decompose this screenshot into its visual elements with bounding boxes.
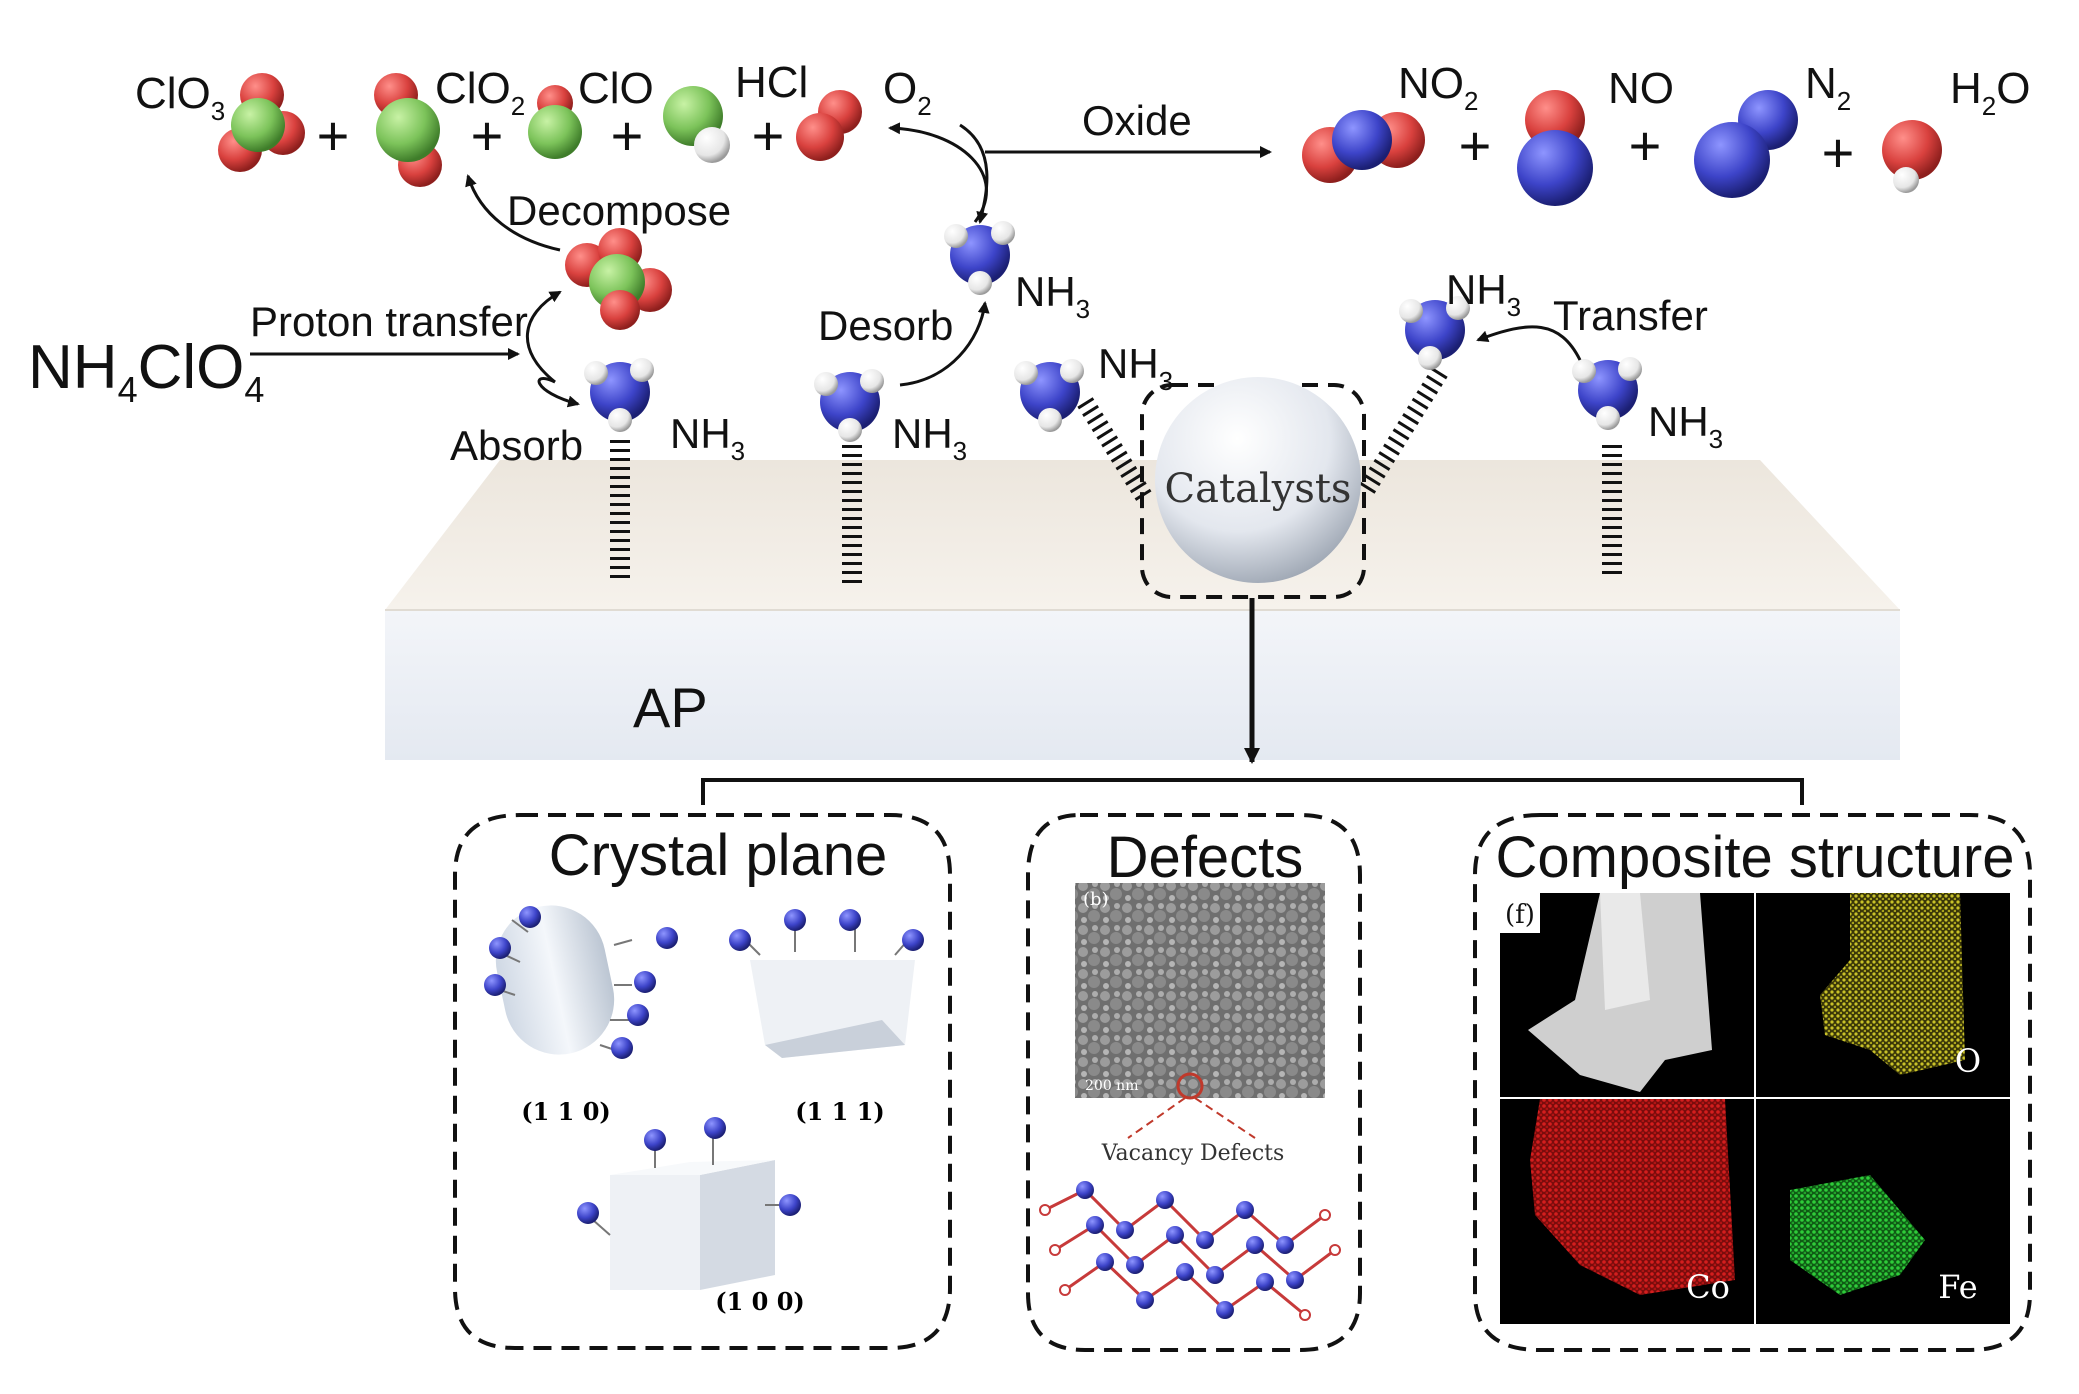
decompose-label: Decompose [507, 187, 731, 234]
catalyst-bond-left [1077, 397, 1153, 503]
catalyst-sphere [1155, 377, 1361, 583]
composite-structure-panel [1473, 813, 2032, 1352]
oxidize-down-arrow [959, 123, 989, 224]
oxygen-map-label: O [1955, 1042, 1981, 1080]
n2-label: N2 [1805, 59, 1851, 116]
hcl-label: HCl [735, 58, 808, 107]
absorb-label: Absorb [450, 422, 583, 469]
no-molecule [1517, 90, 1593, 206]
clo2-label: ClO2 [435, 64, 525, 121]
ammonium-perchlorate-formula: NH4ClO4 [28, 333, 264, 410]
defect-pointer-left [1127, 1097, 1186, 1139]
facet-label-100: (1 0 0) [715, 1287, 805, 1316]
cube-crystal-100 [577, 1117, 801, 1290]
plus-2: + [471, 104, 504, 167]
nh3-label-absorbed: NH3 [670, 410, 745, 466]
clo3-label: ClO3 [135, 69, 225, 126]
rod-crystal-110 [495, 905, 633, 1055]
desorb-label: Desorb [818, 302, 953, 349]
h2o-molecule [1882, 120, 1942, 193]
composite-structure-title: Composite structure [1496, 825, 2015, 890]
cobalt-map-label: Co [1686, 1268, 1730, 1306]
no2-label: NO2 [1398, 59, 1478, 116]
plus-4: + [752, 104, 785, 167]
vacancy-defects-caption: Vacancy Defects [1101, 1141, 1285, 1166]
plus-3: + [611, 104, 644, 167]
defects-panel [1026, 813, 1362, 1352]
clo2-molecule [374, 73, 442, 187]
iron-map-label: Fe [1938, 1268, 1977, 1306]
nh3-label-right: NH3 [1648, 398, 1723, 454]
defect-pointer-right [1194, 1097, 1256, 1139]
haadf-image [1500, 893, 1712, 1092]
o2-label: O2 [883, 64, 932, 121]
plus-7: + [1822, 121, 1855, 184]
no-label: NO [1608, 64, 1674, 113]
oxide-label: Oxide [1082, 97, 1192, 144]
nh3-molecule-transferred [1399, 296, 1470, 370]
perchlorate-molecule [565, 228, 672, 330]
transfer-arrow [1476, 325, 1582, 361]
ammonia-cluster-110 [484, 906, 678, 1059]
facet-label-110: (1 1 0) [521, 1097, 611, 1126]
map-panel-tag: (f) [1505, 900, 1535, 930]
clo-label: ClO [578, 64, 654, 113]
desorb-arrow [899, 301, 990, 387]
o2-molecule [796, 90, 862, 161]
nh3-label-surface: NH3 [892, 410, 967, 466]
nh3-label-transferred: NH3 [1446, 266, 1521, 322]
crystal-plane-panel [453, 813, 952, 1350]
ap-block [385, 460, 1900, 760]
catalyst-bond-right [1357, 367, 1448, 497]
plus-5: + [1459, 114, 1492, 177]
sem-scale-bar: 200 nm [1085, 1078, 1138, 1094]
sem-micrograph [1075, 883, 1325, 1098]
cobalt-map [1530, 1099, 1735, 1295]
defects-title: Defects [1107, 825, 1304, 890]
nh3-molecule-catalyst-left [1014, 359, 1084, 432]
nh3-label-catalyst-left: NH3 [1098, 340, 1173, 396]
no2-molecule [1302, 110, 1425, 183]
crystal-plane-title: Crystal plane [549, 823, 887, 888]
decompose-arrow [465, 174, 561, 252]
absorb-arrow [526, 290, 562, 384]
catalysts-label: Catalysts [1165, 466, 1352, 512]
oxidize-return-arrow [888, 122, 988, 223]
absorb-down-arrow [537, 377, 580, 408]
ap-label: AP [633, 676, 708, 739]
facet-label-111: (1 1 1) [795, 1097, 885, 1126]
hcl-molecule [663, 86, 730, 163]
oxygen-map [1820, 893, 1965, 1075]
clo3-molecule [218, 73, 305, 172]
nh3-molecule-surface [814, 369, 884, 442]
plus-6: + [1629, 114, 1662, 177]
panel-bracket [701, 778, 1804, 805]
lattice-structure [1039, 1181, 1341, 1321]
nh3-molecule-desorbed [944, 221, 1015, 295]
sem-panel-tag: (b) [1083, 889, 1109, 910]
clo-molecule [528, 85, 582, 159]
nh3-molecule-right [1572, 357, 1642, 430]
defect-marker [1176, 1072, 1204, 1100]
n2-molecule [1694, 90, 1798, 198]
proton-transfer-label: Proton transfer [250, 298, 528, 345]
octahedron-crystal-111 [729, 909, 924, 1058]
nh3-molecule-absorbed [584, 358, 654, 432]
nh3-label-desorbed: NH3 [1015, 268, 1090, 324]
transfer-label: Transfer [1553, 292, 1708, 339]
plus-1: + [317, 104, 350, 167]
h2o-label: H2O [1950, 64, 2030, 121]
iron-map [1790, 1175, 1925, 1295]
